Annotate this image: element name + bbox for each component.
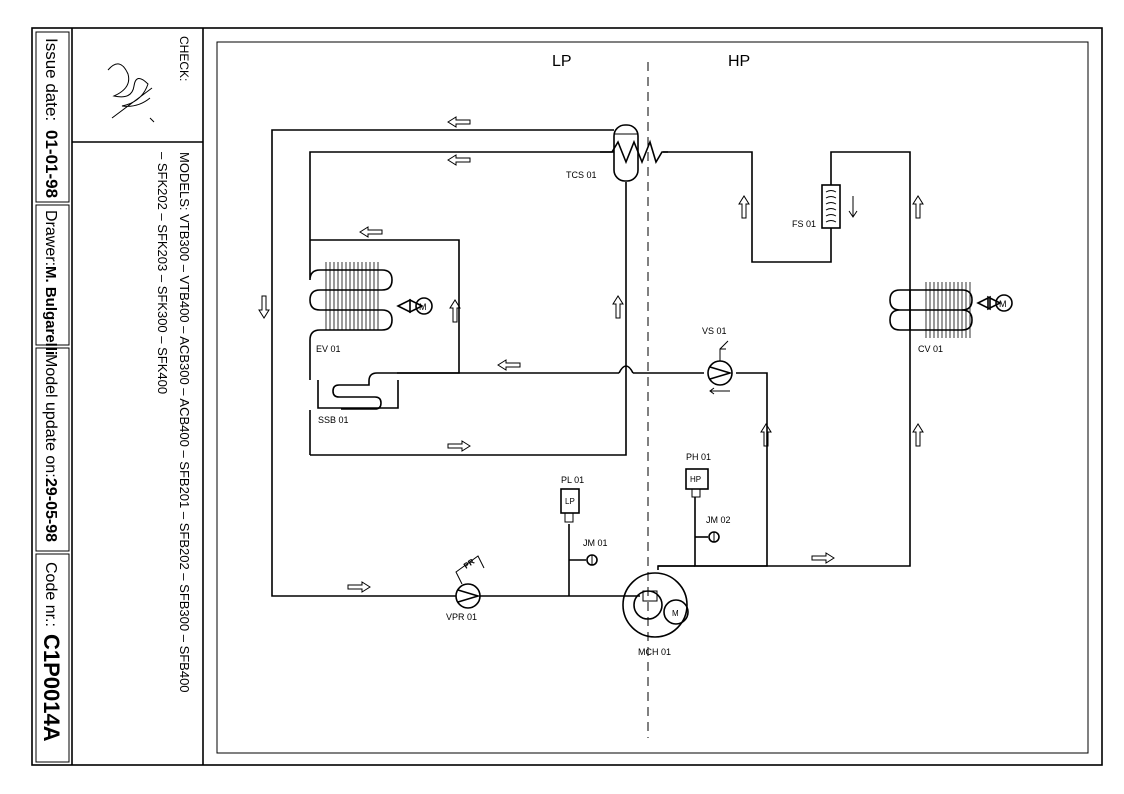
- ssb-label: SSB 01: [318, 415, 349, 425]
- title-block-cells: [35, 31, 70, 763]
- ph-box-label: HP: [690, 475, 701, 484]
- models-cell: MODELS: VTB300 – VTB400 – ACB300 – ACB40…: [155, 152, 192, 693]
- drawer-value: M. Bulgarelli: [42, 266, 59, 355]
- flow-arrow-left-2: [447, 154, 471, 166]
- flow-arrow-right-1: [447, 440, 471, 452]
- code-cell: Code nr.: C1P0014A: [39, 562, 64, 742]
- code-label: Code nr.:: [42, 562, 59, 627]
- fs-filter: FS 01: [792, 184, 858, 229]
- cv-condenser: M CV 01: [889, 282, 1013, 354]
- vs-valve: VS 01: [702, 326, 733, 395]
- vs-label: VS 01: [702, 326, 727, 336]
- model-update-cell: Model update on: 29-05-98: [42, 354, 59, 542]
- flow-arrow-up-2: [612, 295, 624, 319]
- jm2-label: JM 02: [706, 515, 731, 525]
- vpr-label: VPR 01: [446, 612, 477, 622]
- ev-evaporator: M EV 01: [309, 240, 433, 380]
- jm1-label: JM 01: [583, 538, 608, 548]
- model-update-value: 29-05-98: [42, 478, 59, 542]
- flow-arrow-up-4: [912, 195, 924, 219]
- flow-arrow-up-1: [449, 299, 461, 323]
- drawer-cell: Drawer: M. Bulgarelli: [42, 210, 59, 355]
- cv-label: CV 01: [918, 344, 943, 354]
- piping: [271, 129, 911, 597]
- model-update-label: Model update on:: [42, 354, 59, 478]
- tcs-label: TCS 01: [566, 170, 597, 180]
- diagram-frame: [216, 41, 1089, 754]
- signature-mark: [107, 63, 155, 123]
- flow-arrow-left-3: [359, 226, 383, 238]
- flow-arrows: [258, 116, 924, 593]
- tcs-heat-exchanger: TCS 01: [566, 124, 668, 182]
- ssb-separator: SSB 01: [317, 372, 399, 425]
- issue-date-cell: Issue date: 01-01-98: [42, 38, 61, 198]
- drawer-label: Drawer:: [42, 210, 59, 266]
- jm2-gauge: JM 02: [695, 515, 731, 543]
- hp-label: HP: [728, 53, 750, 70]
- flow-arrow-right-2: [347, 581, 371, 593]
- pl-label: PL 01: [561, 475, 584, 485]
- flow-arrow-down-1: [258, 295, 270, 319]
- fs-label: FS 01: [792, 219, 816, 229]
- code-value: C1P0014A: [39, 634, 64, 742]
- models-line-2: – SFK202 – SFK203 – SFK300 – SFK400: [155, 152, 170, 394]
- flow-arrow-up-3: [738, 195, 750, 219]
- flow-arrow-left-4: [497, 359, 521, 371]
- flow-arrow-right-3: [811, 552, 835, 564]
- issue-date-value: 01-01-98: [42, 130, 61, 198]
- ev-label: EV 01: [316, 344, 341, 354]
- ev-motor-label: M: [419, 302, 427, 312]
- ph-label: PH 01: [686, 452, 711, 462]
- cv-motor-label: M: [999, 299, 1007, 309]
- pl-box-label: LP: [565, 497, 575, 506]
- outer-frame: [31, 27, 1103, 766]
- mch-compressor: M MCH 01: [622, 572, 689, 657]
- vpr-valve: PR VPR 01: [446, 555, 485, 622]
- jm1-gauge: JM 01: [569, 538, 608, 566]
- ph-pressure-switch: HP PH 01: [685, 452, 711, 508]
- pl-pressure-switch: LP PL 01: [560, 475, 584, 523]
- models-line-1: MODELS: VTB300 – VTB400 – ACB300 – ACB40…: [177, 152, 192, 693]
- lp-label: LP: [552, 53, 572, 70]
- check-label: CHECK:: [177, 36, 191, 81]
- flow-arrow-up-6: [912, 423, 924, 447]
- mch-label: MCH 01: [638, 647, 671, 657]
- check-cell: CHECK:: [177, 36, 191, 81]
- mch-motor-label: M: [672, 609, 679, 618]
- flow-arrow-left-1: [447, 116, 471, 128]
- flow-arrow-up-5: [760, 423, 772, 447]
- issue-date-label: Issue date:: [42, 38, 61, 121]
